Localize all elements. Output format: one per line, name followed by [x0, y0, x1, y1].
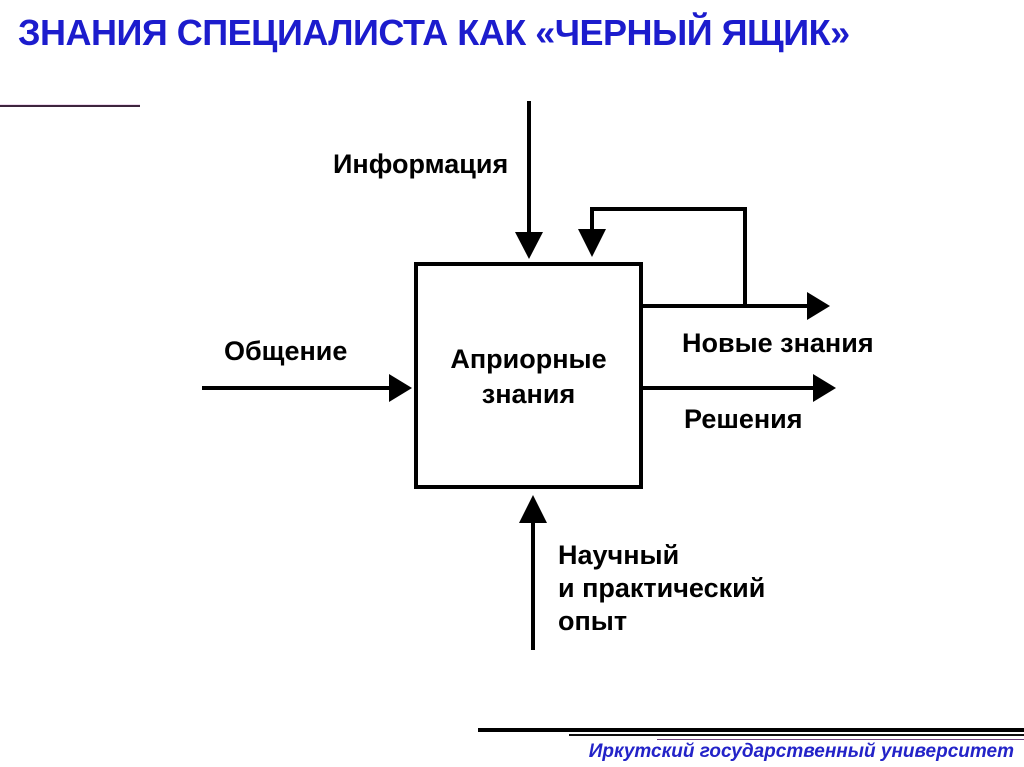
decorative-accent-line: [0, 104, 140, 107]
black-box-node: [414, 262, 643, 489]
input-label-experience: Научный и практический опыт: [558, 540, 766, 636]
footer-university-name: Иркутский государственный университет: [588, 741, 1014, 762]
arrow-experience: [519, 495, 547, 650]
input-label-communication: Общение: [224, 336, 348, 366]
input-label-information: Информация: [333, 149, 509, 179]
page-title: ЗНАНИЯ СПЕЦИАЛИСТА КАК «ЧЕРНЫЙ ЯЩИК»: [18, 12, 850, 53]
output-label-new-knowledge: Новые знания: [682, 328, 874, 358]
black-box-label: Априорные знания: [450, 344, 607, 409]
arrow-information: [515, 101, 543, 259]
footer-divider-accent: [657, 739, 1024, 740]
arrow-feedback-loop: [578, 207, 747, 305]
arrow-new-knowledge: [643, 292, 830, 320]
arrow-decisions: [643, 374, 836, 402]
footer-divider-thin: [569, 734, 1024, 736]
footer-divider-thick: [478, 728, 1024, 732]
output-label-decisions: Решения: [684, 404, 803, 434]
arrow-communication: [202, 374, 412, 402]
